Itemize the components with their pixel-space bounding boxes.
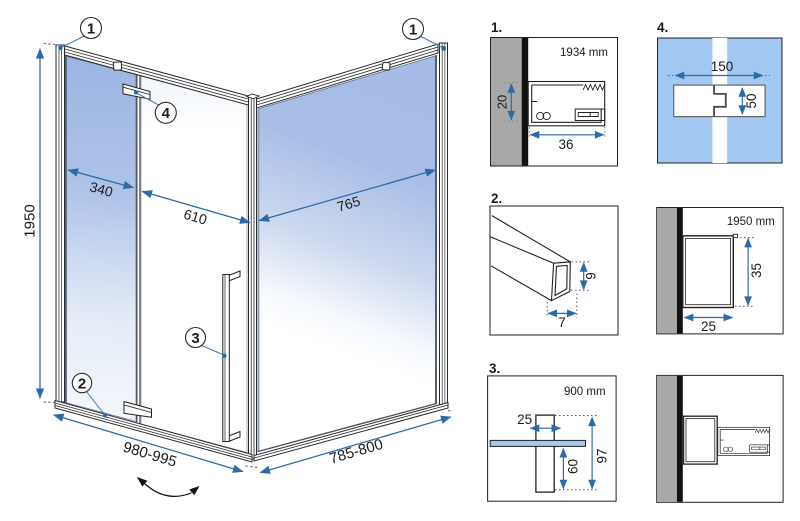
svg-text:20: 20 <box>494 95 509 109</box>
svg-text:765: 765 <box>335 193 362 215</box>
svg-text:4.: 4. <box>657 20 668 35</box>
svg-text:25: 25 <box>517 412 532 427</box>
svg-text:1.: 1. <box>491 20 502 35</box>
svg-text:1: 1 <box>409 21 417 38</box>
svg-text:1: 1 <box>87 20 95 37</box>
svg-text:1934 mm: 1934 mm <box>560 47 608 59</box>
svg-text:35: 35 <box>749 263 764 278</box>
svg-text:50: 50 <box>744 93 759 108</box>
svg-text:900 mm: 900 mm <box>564 386 606 398</box>
svg-text:2.: 2. <box>491 191 502 206</box>
svg-text:4: 4 <box>162 105 171 122</box>
svg-text:25: 25 <box>701 319 716 334</box>
svg-text:7: 7 <box>558 315 566 330</box>
svg-text:9: 9 <box>584 272 599 280</box>
svg-text:785-800: 785-800 <box>327 436 385 468</box>
svg-text:1950 mm: 1950 mm <box>727 216 775 228</box>
svg-text:2: 2 <box>78 375 86 392</box>
svg-text:97: 97 <box>595 448 610 463</box>
svg-text:36: 36 <box>558 137 573 152</box>
svg-text:3: 3 <box>191 330 199 347</box>
svg-text:3.: 3. <box>489 361 500 376</box>
svg-text:610: 610 <box>182 206 209 228</box>
svg-text:150: 150 <box>711 59 734 74</box>
svg-text:1950: 1950 <box>21 204 38 237</box>
svg-text:60: 60 <box>566 459 581 474</box>
svg-text:340: 340 <box>88 178 115 200</box>
